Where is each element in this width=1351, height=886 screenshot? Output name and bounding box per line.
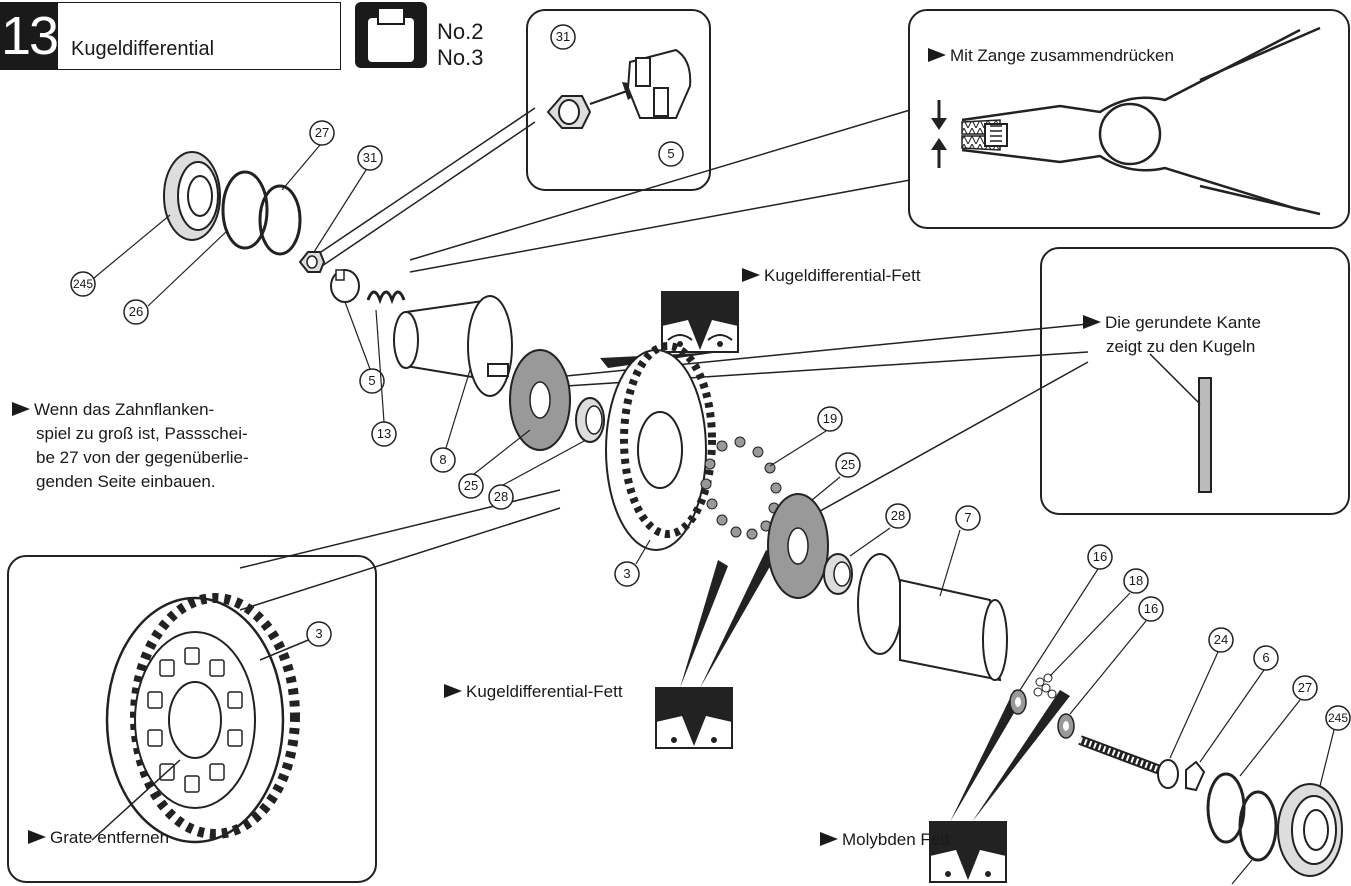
pointer-triangle-icon <box>742 267 760 282</box>
ring-gear-inset-drawing <box>91 593 319 844</box>
part-number-8: 8 <box>439 452 447 467</box>
shim-27-right <box>1206 772 1246 844</box>
part-number-28-right: 28 <box>890 508 906 523</box>
backlash-note-1: Wenn das Zahnflanken- <box>12 400 214 420</box>
pointer-triangle-icon <box>28 829 46 844</box>
pointer-triangle-icon <box>820 831 838 846</box>
grease-note-top: Kugeldifferential-Fett <box>742 266 921 286</box>
part-number-28: 28 <box>493 489 509 504</box>
balls-18 <box>1033 673 1057 699</box>
rounded-edge-inset-frame <box>1040 247 1350 515</box>
inset-part-number-31: 31 <box>555 29 571 44</box>
part-number-245: 245 <box>72 277 94 291</box>
part-number-13: 13 <box>376 426 392 441</box>
part-number-25: 25 <box>463 478 479 493</box>
part-number-16-b: 16 <box>1143 601 1159 616</box>
bearing-245-right <box>1277 783 1343 877</box>
callout-leaders <box>93 144 1335 885</box>
backlash-note-2: spiel zu groß ist, Passschei- <box>36 424 248 443</box>
pointer-triangle-icon <box>444 683 462 698</box>
grease-icon-middle <box>655 550 776 749</box>
pointer-triangle-icon <box>928 47 946 62</box>
moly-grease-note: Molybden Fett <box>820 830 950 850</box>
tool-size-2: No.3 <box>437 45 484 70</box>
part-number-245-right: 245 <box>1327 711 1349 725</box>
part-number-24: 24 <box>1213 632 1229 647</box>
part-number-19: 19 <box>822 411 838 426</box>
cap-6 <box>1185 760 1206 792</box>
part-number-7: 7 <box>964 510 972 525</box>
pliers-note: Mit Zange zusammendrücken <box>928 46 1174 66</box>
spring-13 <box>366 290 406 305</box>
rounded-edge-note-2: zeigt zu den Kugeln <box>1106 337 1256 356</box>
washer-16-b <box>1057 713 1075 739</box>
part-number-3: 3 <box>623 566 631 581</box>
part-number-27: 27 <box>314 125 330 140</box>
bearing-28-left <box>575 397 605 443</box>
shim-26-right <box>1238 790 1278 862</box>
washer-25-left <box>509 349 571 451</box>
shim-27-left <box>258 184 302 256</box>
tool-size-1: No.2 <box>437 19 484 44</box>
hex-tool-icon <box>355 2 427 68</box>
grease-icon-top <box>600 291 739 368</box>
balls-19 <box>700 436 782 540</box>
ring-gear-3 <box>605 342 716 551</box>
part-number-18: 18 <box>1128 573 1144 588</box>
shim-26 <box>221 170 269 250</box>
part-number-6: 6 <box>1262 650 1270 665</box>
grease-icon-bottom <box>929 690 1070 883</box>
step-number: 13 <box>0 2 59 70</box>
part-5 <box>330 269 360 303</box>
step-title: Kugeldifferential <box>71 38 215 60</box>
washer-25-right <box>767 493 829 599</box>
pointer-triangle-icon <box>12 401 30 416</box>
rounded-edge-note-1: Die gerundete Kante <box>1083 313 1261 333</box>
deburr-note: Grate entfernen <box>28 828 169 848</box>
inset-part-number-5: 5 <box>667 146 675 161</box>
washer-edge-drawing <box>1149 353 1212 493</box>
diff-joint-8 <box>393 295 513 397</box>
callout-circles <box>70 24 1351 731</box>
backlash-note-3: be 27 von der gegenüberlie- <box>36 448 249 467</box>
pointer-triangle-icon <box>1083 314 1101 329</box>
part-number-5: 5 <box>368 373 376 388</box>
inset-nut-drawing <box>546 48 692 129</box>
pliers-drawing <box>931 26 1321 216</box>
part-number-26: 26 <box>128 304 144 319</box>
diff-joint-7 <box>857 553 1008 682</box>
nut-31 <box>298 251 326 273</box>
part-number-16-a: 16 <box>1092 549 1108 564</box>
grease-note-middle: Kugeldifferential-Fett <box>444 682 623 702</box>
backlash-note-4: genden Seite einbauen. <box>36 472 216 491</box>
washer-16-a <box>1009 689 1027 715</box>
step-title-box <box>58 2 341 70</box>
bearing-245-left <box>163 151 221 241</box>
part-number-25-right: 25 <box>840 457 856 472</box>
part-number-31: 31 <box>362 150 378 165</box>
screw-24 <box>1078 735 1179 789</box>
inset-part-number-3: 3 <box>315 626 323 641</box>
bearing-28-right <box>823 553 853 595</box>
part-number-27-right: 27 <box>1297 680 1313 695</box>
